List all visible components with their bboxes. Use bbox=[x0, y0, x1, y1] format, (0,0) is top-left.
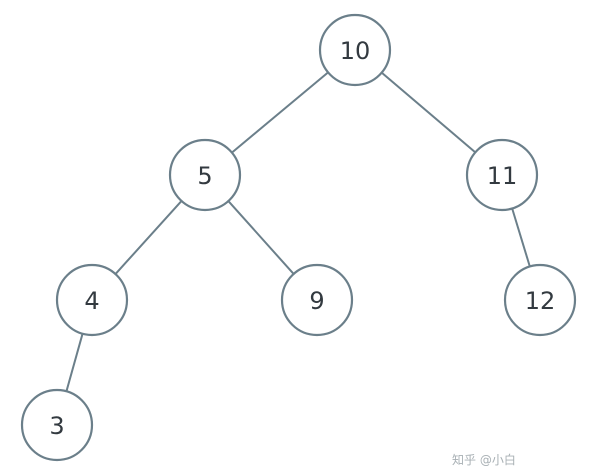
edges-layer bbox=[65, 71, 531, 392]
node-circle bbox=[465, 138, 539, 212]
tree-edge-n10-n11 bbox=[381, 71, 476, 154]
node-label: 3 bbox=[49, 412, 64, 440]
tree-edge-n10-n5 bbox=[231, 71, 329, 154]
tree-edge-n5-n9 bbox=[227, 200, 295, 275]
tree-edge-n11-n12 bbox=[511, 208, 531, 267]
node-circle bbox=[280, 263, 354, 337]
node-circle bbox=[168, 138, 242, 212]
node-label: 12 bbox=[525, 287, 556, 315]
node-label: 9 bbox=[309, 287, 324, 315]
tree-node-5: 5 bbox=[168, 138, 242, 212]
node-circle bbox=[20, 388, 94, 462]
tree-node-4: 4 bbox=[55, 263, 129, 337]
node-label: 11 bbox=[487, 162, 518, 190]
tree-node-9: 9 bbox=[280, 263, 354, 337]
node-circle bbox=[503, 263, 577, 337]
tree-node-11: 11 bbox=[465, 138, 539, 212]
node-label: 10 bbox=[340, 37, 371, 65]
tree-edge-n5-n4 bbox=[114, 200, 183, 275]
tree-node-10: 10 bbox=[318, 13, 392, 87]
nodes-layer: 10 5 11 4 9 12 3 bbox=[20, 13, 577, 462]
node-circle bbox=[55, 263, 129, 337]
node-circle bbox=[318, 13, 392, 87]
node-label: 4 bbox=[84, 287, 99, 315]
tree-edge-n4-n3 bbox=[65, 333, 84, 392]
watermark-text: 知乎 @小白 bbox=[452, 453, 516, 467]
node-label: 5 bbox=[197, 162, 212, 190]
tree-node-12: 12 bbox=[503, 263, 577, 337]
tree-node-3: 3 bbox=[20, 388, 94, 462]
